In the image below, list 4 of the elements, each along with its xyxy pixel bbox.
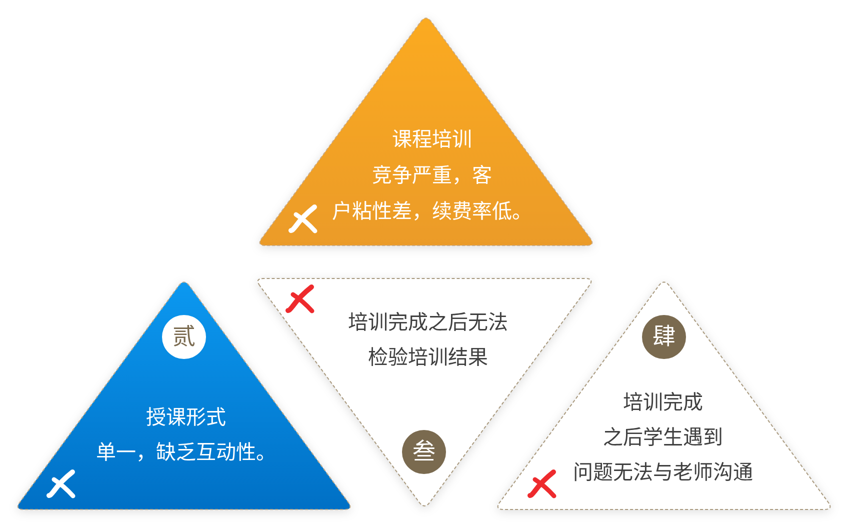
description-text: 培训完成之后无法检验培训结果	[347, 309, 509, 371]
description-text: 培训完成之后学生遇到问题无法与老师沟通	[572, 389, 754, 486]
description-text: 课程培训竞争严重，客户粘性差，续费率低。	[331, 126, 533, 225]
description-text: 授课形式单一，缺乏互动性。	[95, 404, 277, 466]
